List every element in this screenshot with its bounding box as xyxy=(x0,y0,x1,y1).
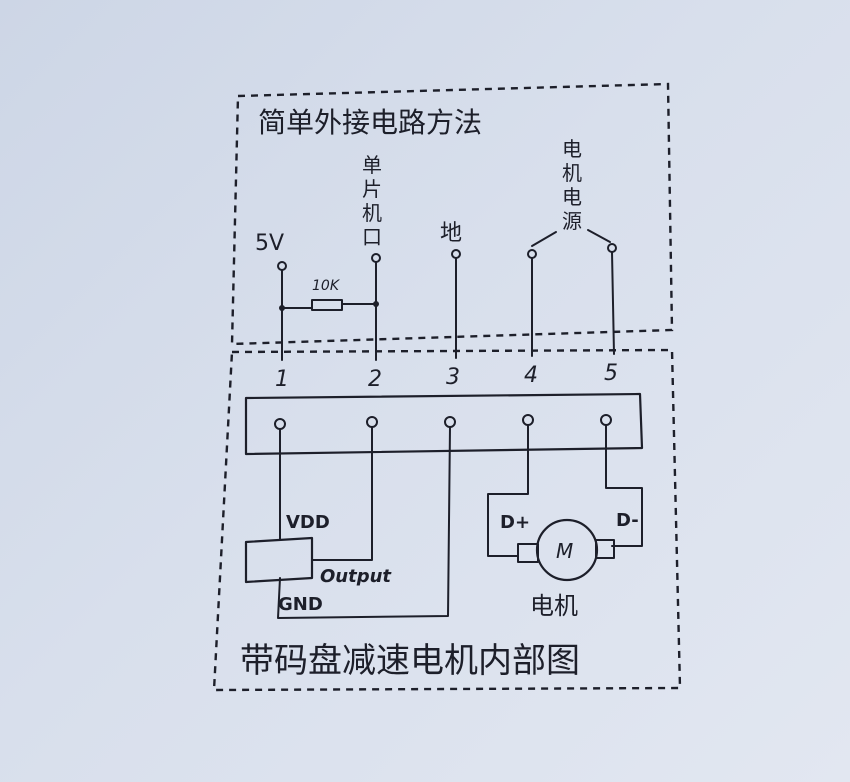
motor-symbol-letter: M xyxy=(556,539,573,563)
motor-power-char-4: 源 xyxy=(562,209,582,233)
label-ground: 地 xyxy=(440,221,462,246)
pin-number-3: 3 xyxy=(446,365,460,390)
wire-motor-dminus xyxy=(605,424,643,547)
connector-hole-4 xyxy=(522,414,534,426)
resistor-leads xyxy=(281,303,377,309)
motor-terminal-right xyxy=(595,539,615,559)
mcu-port-char-4: 口 xyxy=(362,225,382,249)
label-gnd: GND xyxy=(278,594,323,615)
label-vdd: VDD xyxy=(286,512,330,533)
motor-power-pointer-right xyxy=(587,229,611,243)
motor-power-char-3: 电 xyxy=(562,185,582,209)
junction-5v xyxy=(279,305,285,311)
motor-symbol xyxy=(535,518,599,582)
terminal-mcu-port xyxy=(371,253,381,263)
motor-power-pointer-left xyxy=(531,231,557,247)
connector-hole-3 xyxy=(444,416,456,428)
label-motor: 电机 xyxy=(530,592,578,620)
top-section-title: 简单外接电路方法 xyxy=(258,106,482,139)
connector-hole-5 xyxy=(600,414,612,426)
mcu-port-char-2: 片 xyxy=(362,177,382,201)
wire-motor-dplus xyxy=(487,424,529,557)
mcu-port-char-1: 单 xyxy=(362,153,382,177)
terminal-motor-power-a xyxy=(527,249,537,259)
connector-block xyxy=(244,392,644,456)
connector-hole-1 xyxy=(274,418,286,430)
mcu-port-char-3: 机 xyxy=(362,201,382,225)
wire-output xyxy=(311,426,373,561)
label-resistor-value: 10K xyxy=(312,278,341,294)
pin-number-2: 2 xyxy=(368,367,382,392)
terminal-5v xyxy=(277,261,287,271)
terminal-ground xyxy=(451,249,461,259)
pin-number-1: 1 xyxy=(275,367,289,392)
junction-mcu xyxy=(373,301,379,307)
motor-power-char-1: 电 xyxy=(562,137,582,161)
pin-number-4: 4 xyxy=(524,363,538,388)
motor-terminal-left xyxy=(517,543,539,563)
label-output: Output xyxy=(320,566,392,587)
encoder-sensor xyxy=(244,536,314,584)
connector-hole-2 xyxy=(366,416,378,428)
label-dplus: D+ xyxy=(500,512,530,533)
top-section-frame xyxy=(230,82,674,346)
label-5v: 5V xyxy=(255,231,284,256)
motor-power-char-2: 机 xyxy=(562,161,582,185)
wire-pin-5 xyxy=(611,251,615,355)
bottom-section-frame xyxy=(212,348,682,692)
pullup-resistor xyxy=(311,299,343,311)
wire-gnd xyxy=(277,426,451,619)
terminal-motor-power-b xyxy=(607,243,617,253)
bottom-section-title: 带码盘减速电机内部图 xyxy=(240,641,580,681)
pin-number-5: 5 xyxy=(604,361,618,386)
label-dminus: D- xyxy=(616,510,639,531)
